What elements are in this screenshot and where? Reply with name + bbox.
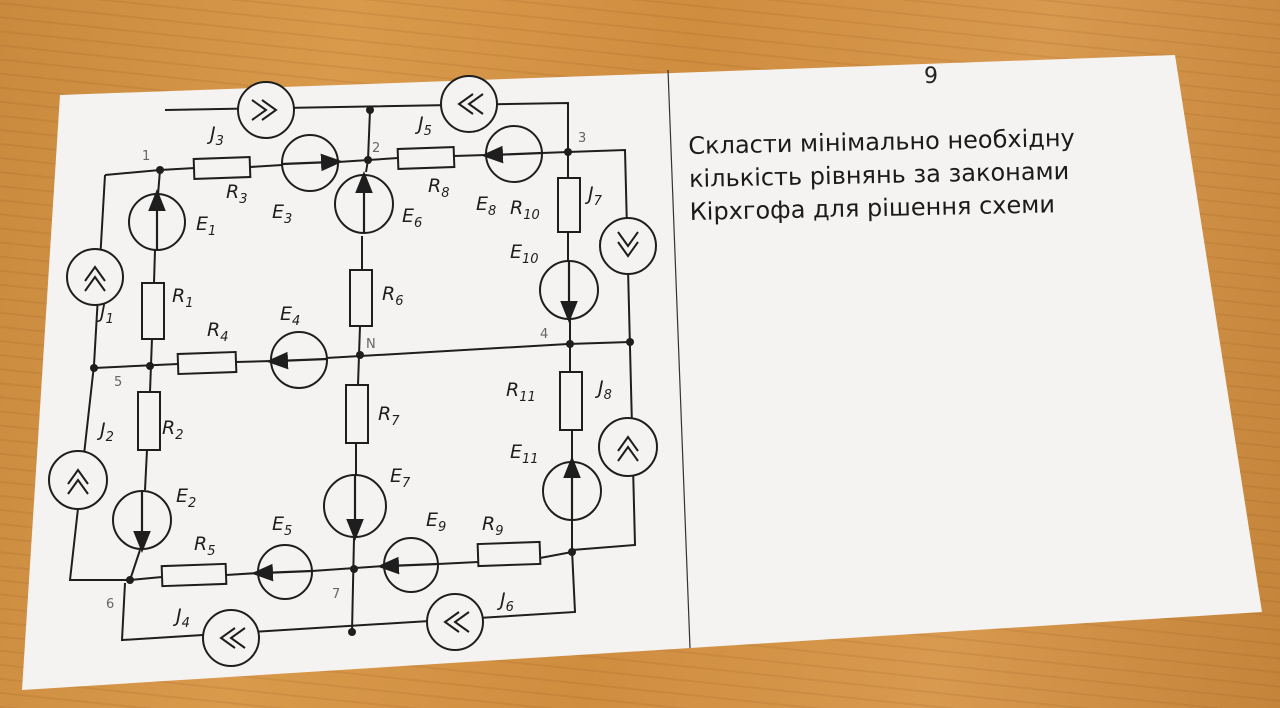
svg-text:2: 2: [372, 141, 380, 156]
svg-text:3: 3: [578, 131, 586, 146]
wire-bottom: [120, 549, 577, 642]
task-instructions: Скласти мінімально необхідну кількість р…: [688, 121, 1130, 229]
resistor-r9: [476, 540, 542, 568]
resistor-r4: [176, 350, 238, 376]
wire-top: [164, 101, 569, 152]
resistor-r10: [557, 177, 581, 233]
resistor-r8: [396, 145, 456, 171]
resistor-r11: [559, 371, 583, 431]
svg-text:N: N: [366, 337, 376, 352]
resistor-r2: [137, 391, 161, 451]
svg-text:7: 7: [332, 587, 340, 602]
resistor-r6: [349, 269, 373, 327]
resistor-r5: [160, 562, 228, 588]
wire-right-outer: [567, 148, 637, 551]
svg-text:6: 6: [106, 597, 114, 612]
page-number: 9: [924, 64, 938, 89]
resistor-r3: [192, 155, 252, 181]
svg-text:1: 1: [142, 149, 150, 164]
resistor-r1: [141, 282, 165, 340]
paper-sheet: [22, 55, 1262, 690]
fold-line: [667, 69, 691, 649]
resistor-r7: [345, 384, 369, 444]
svg-text:5: 5: [114, 375, 122, 390]
svg-text:4: 4: [540, 327, 548, 342]
